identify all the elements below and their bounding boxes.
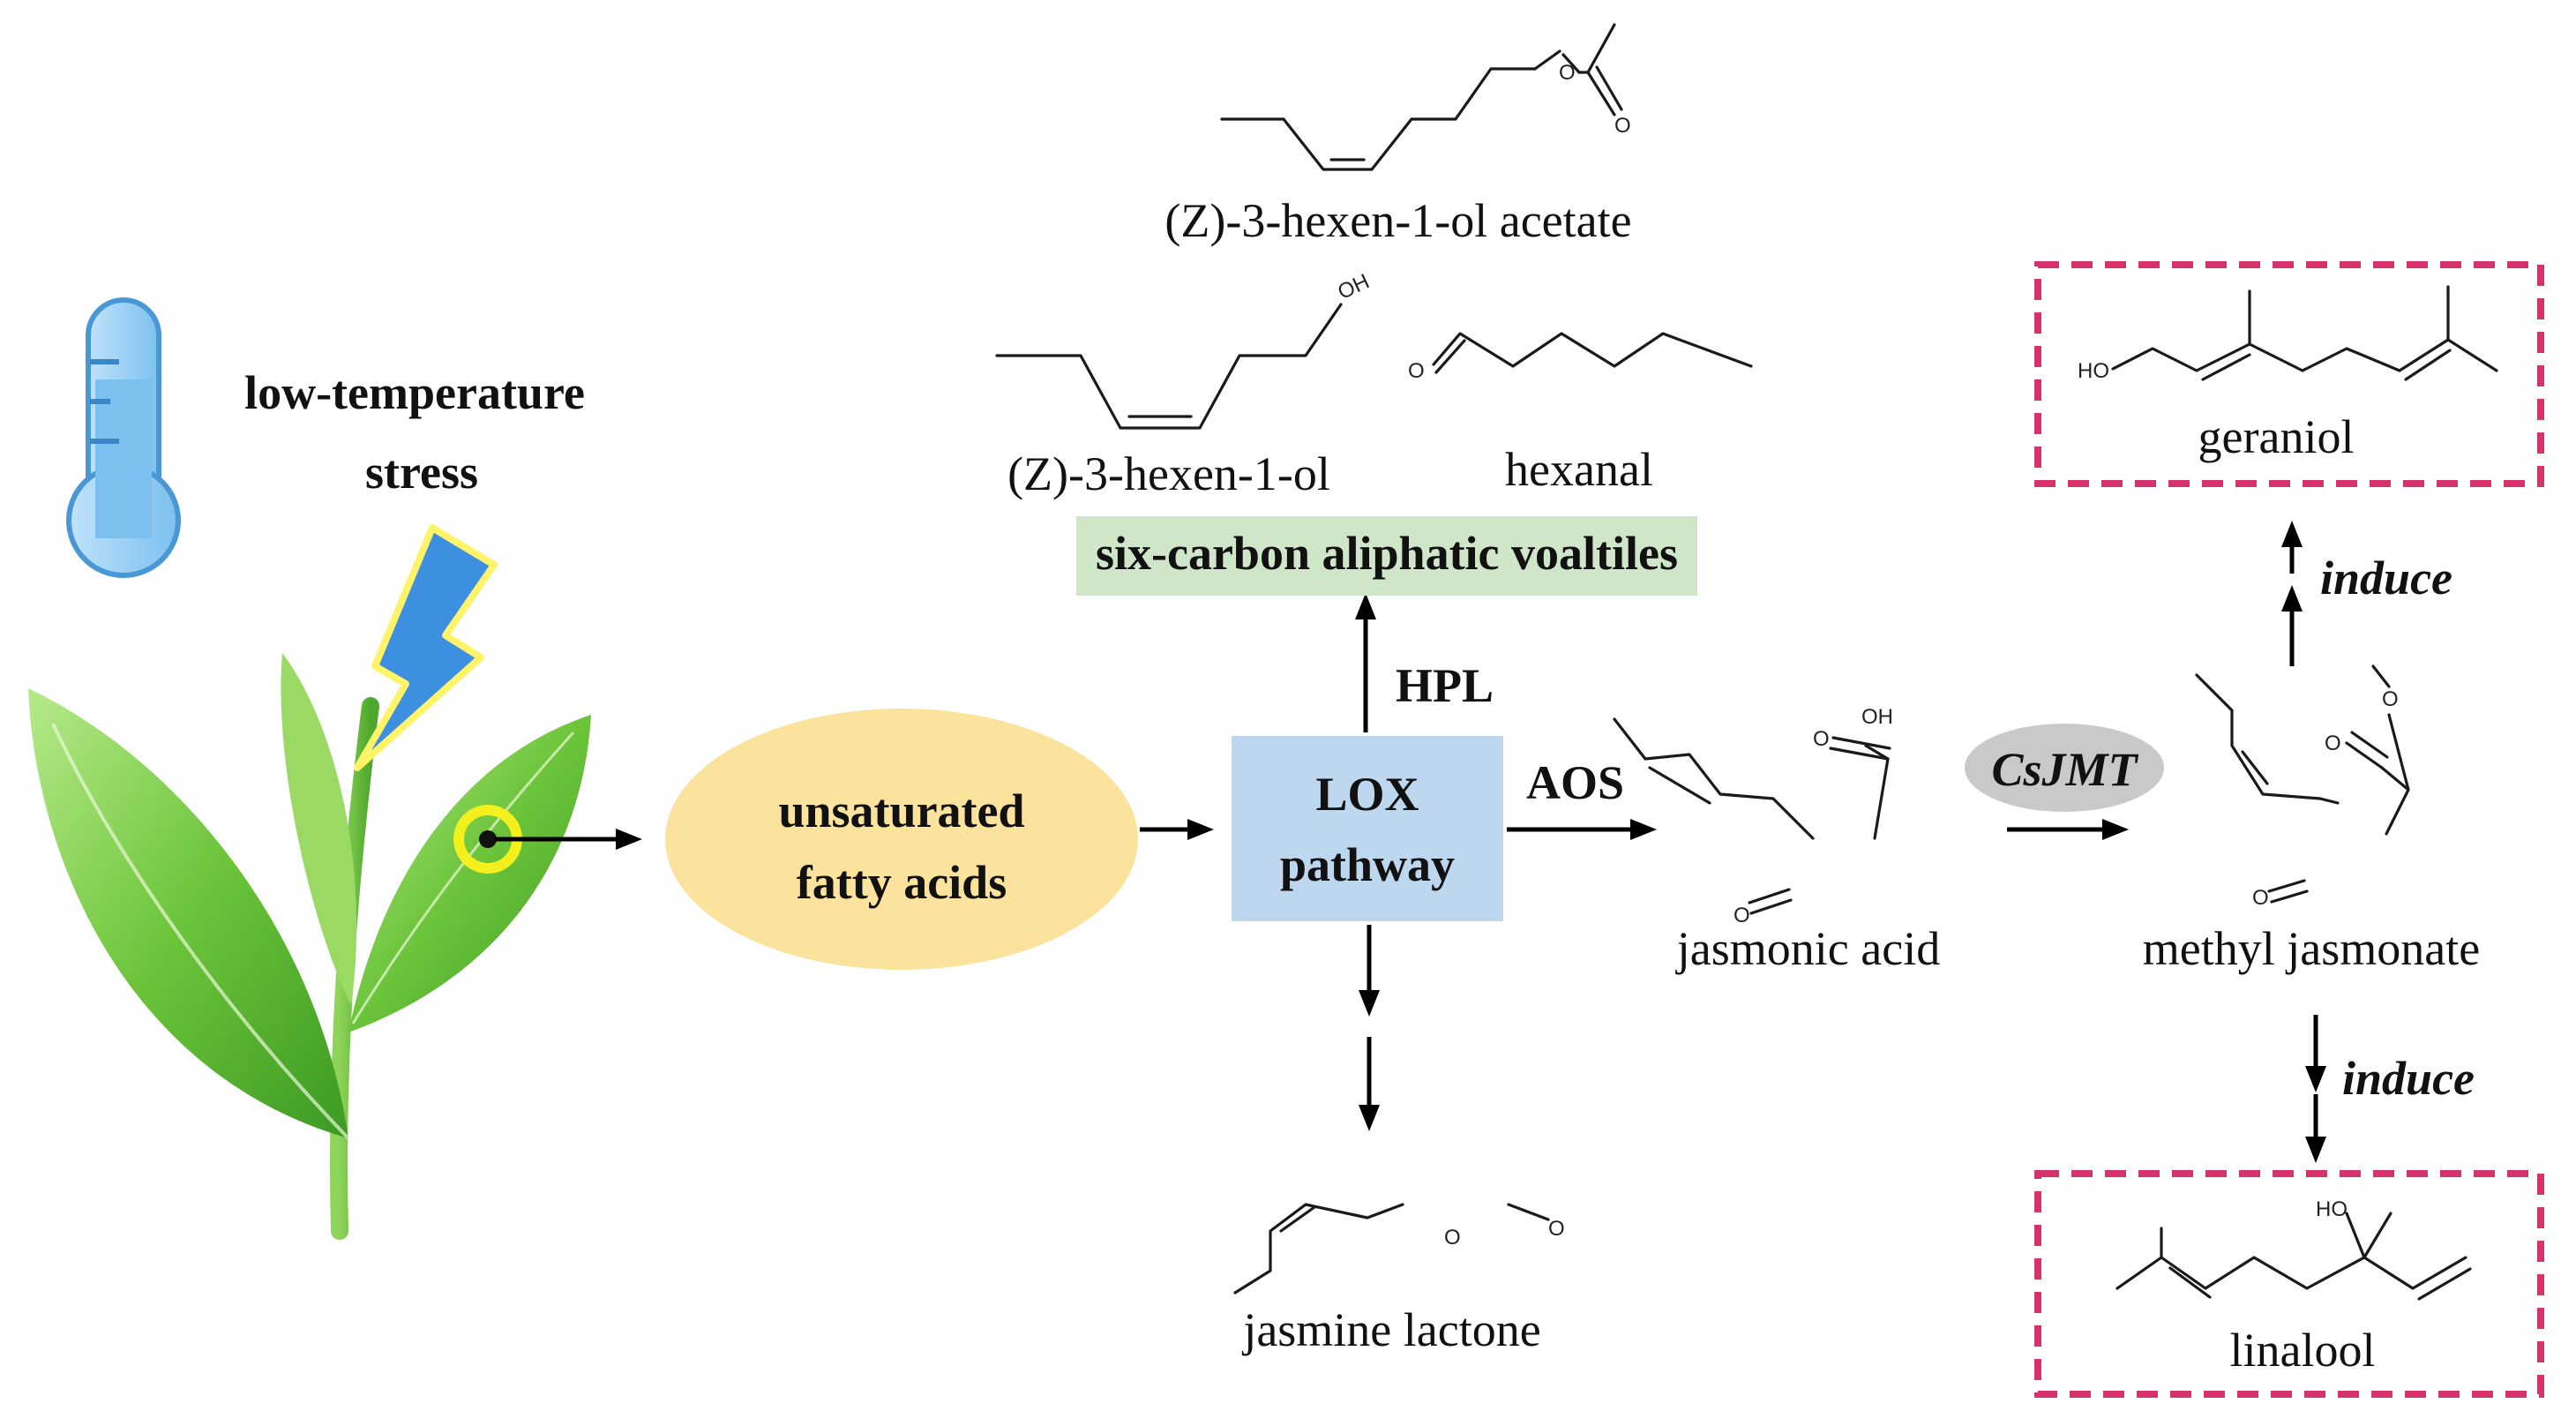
thermometer-icon	[66, 297, 181, 578]
arrow-lox-to-jasmine-lactone	[1359, 925, 1380, 1131]
linalool-hydroxyl: HO	[2316, 1197, 2348, 1221]
linalool-label: linalool	[2230, 1324, 2376, 1377]
lox-pathway-node	[1232, 736, 1503, 921]
methyl-jasmonate-structure	[2195, 664, 2410, 904]
hexenol-hydroxyl: OH	[1334, 269, 1373, 304]
meja-carbonyl-oxygen: O	[2325, 732, 2341, 755]
tea-plant-illustration	[28, 653, 591, 1240]
lightning-icon	[354, 524, 498, 771]
acetate-carbonyl-oxygen: O	[1614, 114, 1631, 138]
csjmt-node	[1965, 724, 2164, 812]
lactone-ring-oxygen: O	[1444, 1226, 1461, 1250]
arrow-lox-to-six-carbon	[1355, 593, 1376, 732]
stress-label-line1: low-temperature	[244, 366, 585, 419]
geraniol-hydroxyl: HO	[2078, 359, 2109, 383]
geraniol-label: geraniol	[2198, 410, 2355, 463]
fatty-acids-line1: unsaturated	[778, 784, 1024, 837]
geraniol-highlight-box[interactable]	[2034, 261, 2544, 487]
leaf-target-dot	[479, 830, 497, 848]
linalool-highlight-box[interactable]	[2034, 1170, 2544, 1398]
hpl-label: HPL	[1396, 659, 1494, 712]
lox-line2: pathway	[1280, 838, 1455, 891]
hexanal-oxygen: O	[1408, 359, 1425, 383]
ja-carbonyl-oxygen: O	[1813, 727, 1830, 751]
arrow-meja-to-geraniol	[2281, 521, 2303, 666]
hexenol-acetate-structure	[1220, 23, 1623, 171]
hexanal-structure	[1432, 332, 1753, 374]
methyl-jasmonate-label: methyl jasmonate	[2143, 922, 2480, 975]
meja-ester-oxygen: O	[2382, 687, 2399, 711]
fatty-acids-line2: fatty acids	[797, 856, 1007, 909]
fatty-acids-node	[665, 709, 1138, 970]
jasmine-lactone-structure	[1233, 1203, 1550, 1295]
stress-label-line2: stress	[365, 446, 478, 499]
meja-ketone-oxygen: O	[2252, 886, 2269, 910]
induce-down-label: induce	[2342, 1052, 2475, 1105]
jasmonic-acid-structure	[1613, 717, 1891, 915]
lox-line1: LOX	[1315, 768, 1419, 821]
plant-middle-leaf	[281, 653, 357, 1006]
induce-up-label: induce	[2320, 552, 2452, 604]
arrow-meja-to-linalool	[2305, 1015, 2326, 1163]
geraniol-structure	[2111, 285, 2498, 381]
arrow-leaf-to-fatty-acids	[494, 829, 642, 850]
aos-label: AOS	[1526, 756, 1624, 809]
acetate-ester-oxygen: O	[1559, 61, 1576, 85]
jasmine-lactone-label: jasmine lactone	[1241, 1303, 1540, 1356]
ja-hydroxyl: OH	[1861, 705, 1893, 729]
lactone-carbonyl-oxygen: O	[1548, 1217, 1565, 1241]
hexenol-structure	[995, 303, 1343, 430]
hexanal-label: hexanal	[1505, 443, 1653, 496]
ja-ketone-oxygen: O	[1734, 904, 1750, 927]
hexenol-label: (Z)-3-hexen-1-ol	[1007, 447, 1330, 500]
linalool-structure	[2115, 1212, 2472, 1301]
plant-right-leaf	[348, 715, 591, 1032]
jasmonic-acid-label: jasmonic acid	[1675, 922, 1940, 975]
arrow-fatty-acids-to-lox	[1140, 819, 1214, 840]
six-carbon-label: six-carbon aliphatic voaltiles	[1096, 527, 1678, 580]
hexenol-acetate-label: (Z)-3-hexen-1-ol acetate	[1164, 194, 1631, 247]
arrow-lox-to-jasmonic-acid	[1507, 819, 1657, 840]
plant-left-leaf	[28, 688, 348, 1138]
csjmt-label: CsJMT	[1991, 743, 2138, 796]
six-carbon-node	[1076, 516, 1697, 596]
arrow-ja-to-meja	[2007, 819, 2129, 840]
